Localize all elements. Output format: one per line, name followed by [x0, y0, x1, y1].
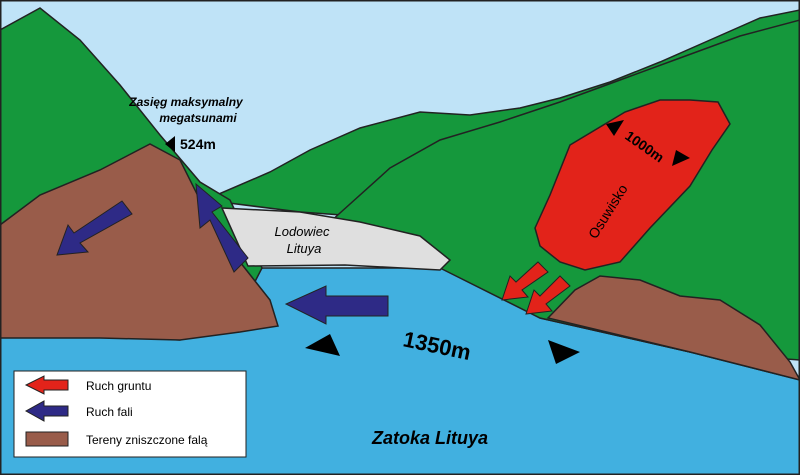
landslide-width-marker-right: [672, 150, 690, 166]
max-reach-height-label: 524m: [180, 136, 216, 152]
destroyed-land-left: [0, 143, 279, 341]
wave-arrow-left: [56, 200, 133, 256]
landslide-width-marker-left: [606, 120, 624, 136]
landslide: [534, 99, 731, 271]
glacier-label-line1: Lodowiec: [275, 224, 330, 239]
bay-name-label: Zatoka Lituya: [371, 428, 488, 448]
ground-arrow-1: [501, 261, 549, 301]
ground-arrow-2: [525, 275, 571, 315]
legend-item-wave-movement: Ruch fali: [24, 400, 133, 422]
glacier: [220, 207, 452, 271]
legend-label-destroyed: Tereny zniszczone falą: [86, 433, 208, 447]
wave-arrow-bay: [284, 285, 389, 325]
legend-swatch-ground: [24, 375, 69, 395]
bay-width-marker-left: [305, 334, 340, 356]
glacier-label-line2: Lituya: [287, 241, 322, 256]
legend: Ruch gruntu Ruch fali Tereny zniszczone …: [13, 370, 247, 458]
max-reach-label-line2: megatsunami: [159, 111, 237, 125]
wave-arrow-up: [195, 182, 249, 273]
destroyed-land-right: [546, 275, 800, 381]
legend-label-ground: Ruch gruntu: [86, 379, 151, 393]
max-reach-label-line1: Zasięg maksymalny: [128, 95, 244, 109]
legend-item-ground-movement: Ruch gruntu: [24, 375, 151, 395]
legend-swatch-wave: [24, 400, 69, 422]
legend-item-destroyed-land: Tereny zniszczone falą: [25, 431, 208, 447]
legend-swatch-destroyed: [25, 431, 69, 447]
bay-width-marker-right: [548, 340, 580, 364]
legend-label-wave: Ruch fali: [86, 405, 133, 419]
height-marker-triangle: [165, 136, 175, 152]
